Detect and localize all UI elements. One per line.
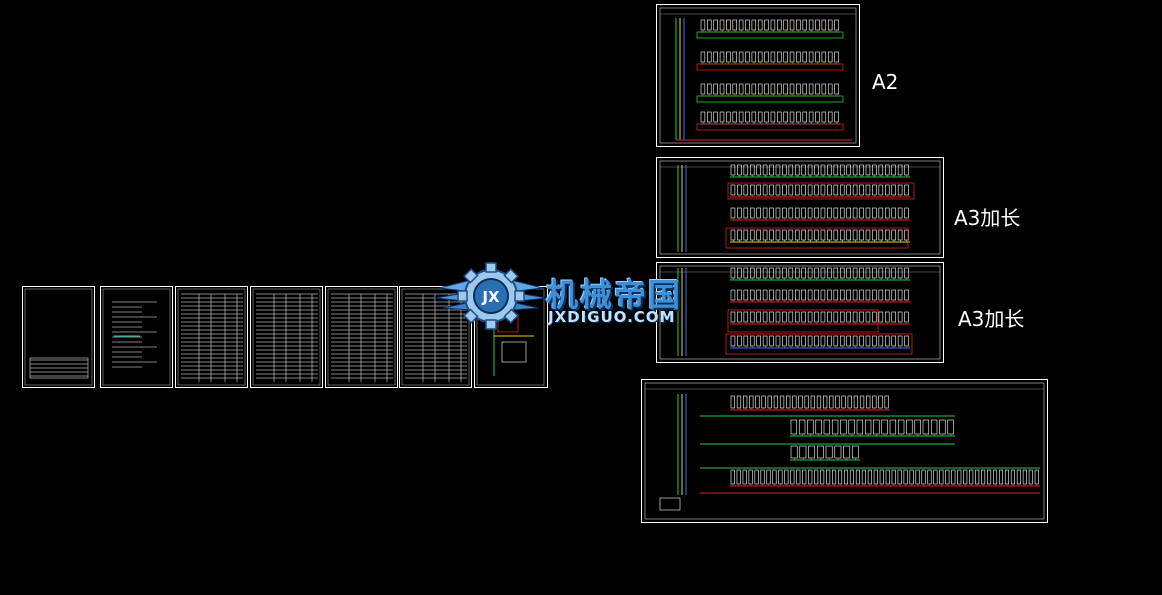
sheet-size-label-a3-long-2: A3加长	[958, 307, 1025, 331]
watermark-domain: JXDIGUO.COM	[548, 308, 676, 326]
sheet-size-label-a2: A2	[872, 70, 899, 94]
drawing-sheet-main[interactable]	[641, 379, 1048, 523]
drawing-sheet-table-2[interactable]	[250, 286, 323, 388]
sheet-size-label-a3-long-1: A3加长	[954, 206, 1021, 230]
drawing-sheet-table-3[interactable]	[325, 286, 398, 388]
drawing-sheet-cover[interactable]	[22, 286, 95, 388]
drawing-sheet-a3-long-1[interactable]	[656, 157, 944, 258]
watermark-brand-name: 机械帝国	[546, 276, 683, 314]
drawing-sheet-table-1[interactable]	[175, 286, 248, 388]
drawing-sheet-a3-long-2[interactable]	[656, 262, 944, 363]
